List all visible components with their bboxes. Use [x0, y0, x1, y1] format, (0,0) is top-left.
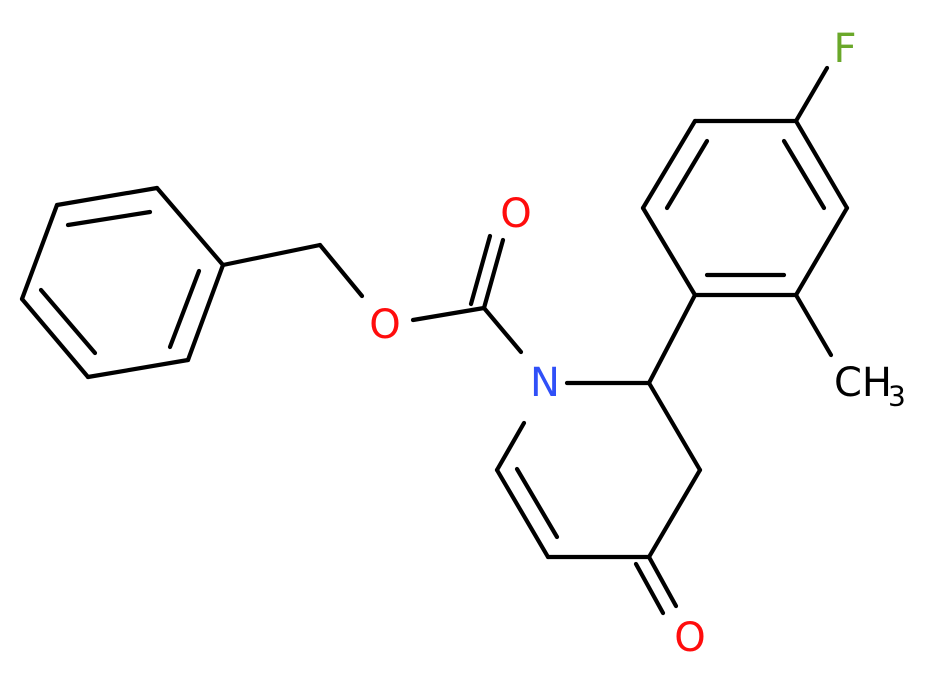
bond — [494, 467, 551, 560]
atom-label-ketone-oxygen: O — [674, 615, 705, 661]
bond — [793, 118, 850, 211]
bond — [646, 380, 703, 473]
bond — [633, 561, 666, 616]
bond — [185, 262, 226, 363]
bond — [781, 138, 827, 211]
atom-labels: F O O N O CH 3 — [369, 26, 906, 661]
bond — [646, 292, 698, 386]
bond — [19, 202, 60, 302]
bond — [793, 292, 834, 358]
bond — [220, 242, 323, 268]
bond — [640, 118, 698, 211]
atom-label-methyl: CH — [834, 360, 892, 406]
bond — [85, 357, 191, 380]
bond — [19, 296, 91, 380]
bond — [646, 467, 703, 560]
bond — [65, 209, 153, 228]
bond — [468, 233, 493, 307]
bond — [514, 466, 560, 540]
atom-label-methyl-subscript: 3 — [888, 380, 906, 413]
bond — [793, 65, 830, 124]
bond — [38, 287, 98, 356]
atom-label-ether-oxygen: O — [369, 302, 400, 348]
bond — [664, 138, 710, 211]
bonds — [19, 65, 850, 616]
bond — [793, 205, 850, 298]
atom-label-nitrogen: N — [530, 360, 560, 406]
atom-label-carbonyl-oxygen: O — [500, 191, 531, 237]
bond — [317, 242, 365, 299]
bond — [154, 185, 226, 268]
bond — [494, 420, 527, 473]
bond — [167, 268, 202, 350]
bond — [640, 205, 698, 298]
bond — [481, 237, 506, 311]
atom-label-f: F — [833, 26, 856, 72]
bond — [481, 305, 524, 355]
bond — [54, 185, 160, 208]
bond — [646, 554, 679, 609]
bond — [410, 305, 487, 323]
